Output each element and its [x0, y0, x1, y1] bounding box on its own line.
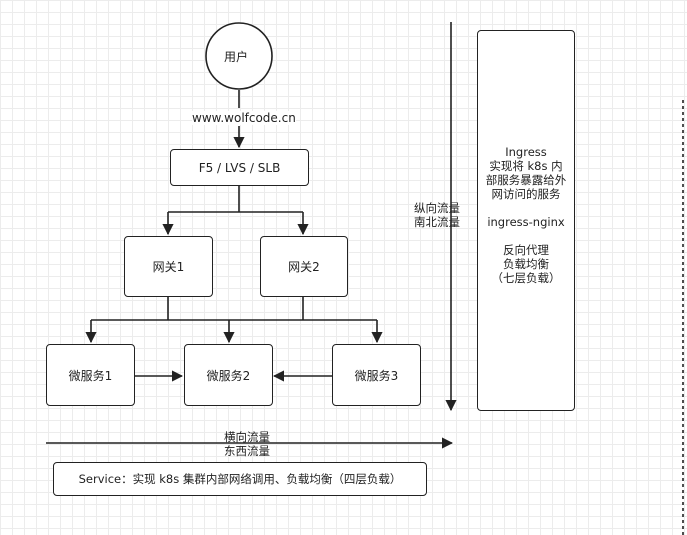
ingress-feature-3: （七层负载） — [491, 271, 561, 285]
service-note-text: Service：实现 k8s 集群内部网络调用、负载均衡（四层负载） — [78, 472, 402, 486]
microservice1-label: 微服务1 — [68, 368, 113, 383]
horizontal-traffic-label-line2: 东西流量 — [224, 444, 270, 458]
ingress-desc-line1: 实现将 k8s 内 — [489, 159, 563, 173]
microservice2-node: 微服务2 — [184, 344, 273, 406]
microservice3-label: 微服务3 — [354, 368, 399, 383]
ingress-desc-line2: 部服务暴露给外 — [485, 173, 567, 187]
ingress-feature-1: 反向代理 — [503, 243, 549, 257]
load-balancer-node: F5 / LVS / SLB — [170, 149, 309, 186]
horizontal-traffic-label-line1: 横向流量 — [224, 430, 270, 444]
url-label: www.wolfcode.cn — [192, 111, 296, 125]
vertical-traffic-label: 纵向流量 南北流量 — [414, 201, 460, 229]
gateway1-node: 网关1 — [124, 236, 213, 297]
user-node-label: 用户 — [224, 50, 249, 64]
microservice2-label: 微服务2 — [206, 368, 251, 383]
gateway2-label: 网关2 — [288, 260, 320, 274]
microservice1-node: 微服务1 — [46, 344, 135, 406]
ingress-panel-text: Ingress 实现将 k8s 内 部服务暴露给外 网访问的服务 ingress… — [478, 145, 574, 285]
ingress-title: Ingress — [505, 145, 547, 159]
load-balancer-label: F5 / LVS / SLB — [198, 160, 281, 175]
service-note-box: Service：实现 k8s 集群内部网络调用、负载均衡（四层负载） — [53, 462, 427, 496]
vertical-traffic-label-line2: 南北流量 — [414, 215, 460, 229]
ingress-feature-2: 负载均衡 — [503, 257, 549, 271]
ingress-desc-line3: 网访问的服务 — [491, 187, 561, 201]
user-node-circle — [205, 22, 273, 90]
horizontal-traffic-label: 横向流量 东西流量 — [224, 430, 270, 458]
vertical-traffic-label-line1: 纵向流量 — [414, 201, 460, 215]
gateway2-node: 网关2 — [260, 236, 348, 297]
gateway1-label: 网关1 — [152, 260, 185, 274]
microservice3-node: 微服务3 — [332, 344, 421, 406]
ingress-panel — [477, 30, 575, 411]
ingress-controller: ingress-nginx — [487, 215, 565, 229]
